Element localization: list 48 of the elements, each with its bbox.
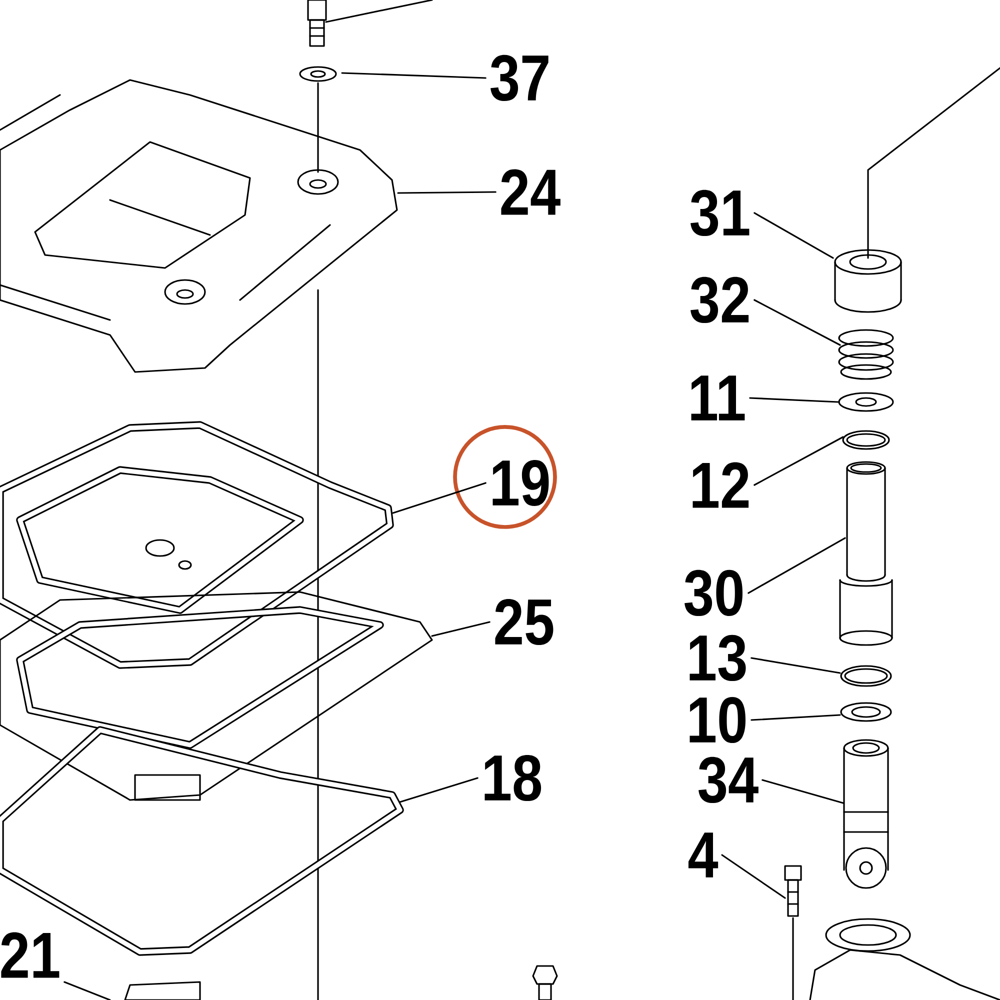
- washer-drawing: [838, 392, 894, 412]
- cover-drawing: [0, 79, 398, 373]
- leader-line: [754, 436, 844, 486]
- gasket-drawing: [0, 591, 433, 801]
- callout-number: 13: [690, 634, 746, 682]
- leader-line: [750, 714, 841, 721]
- leader-line: [64, 981, 111, 1000]
- tube-drawing: [839, 461, 893, 646]
- callout-number: 18: [484, 754, 542, 802]
- leader-line: [392, 482, 486, 514]
- bolt-drawing: [784, 865, 802, 917]
- leader-line: [431, 621, 490, 637]
- spring-drawing: [838, 329, 894, 380]
- bolt-drawing: [307, 0, 327, 47]
- callout-number: 24: [501, 169, 560, 215]
- leader-line: [399, 777, 478, 803]
- leader-line: [397, 191, 496, 194]
- leader-line: [748, 537, 846, 594]
- gasket-drawing: [0, 421, 394, 669]
- leader-line: [754, 299, 841, 346]
- o-ring-drawing: [840, 665, 892, 687]
- washer-drawing: [840, 702, 892, 722]
- leader-line: [341, 72, 486, 79]
- leader-line: [317, 82, 319, 173]
- leader-line: [867, 67, 1000, 259]
- cap-drawing: [834, 249, 902, 313]
- leader-line: [750, 657, 841, 674]
- callout-number: 32: [690, 276, 749, 324]
- callout-number: 37: [490, 54, 548, 102]
- leader-line: [325, 0, 433, 23]
- leader-line: [721, 854, 786, 899]
- leader-line: [754, 212, 834, 259]
- leader-line: [762, 779, 844, 804]
- part-drawing: [124, 981, 201, 1000]
- callout-number: 30: [684, 570, 742, 616]
- callout-number: 31: [690, 190, 750, 236]
- callout-number: 25: [495, 598, 554, 646]
- callout-number: 12: [692, 462, 749, 508]
- callout-number: 10: [690, 696, 746, 744]
- leader-line: [749, 397, 839, 403]
- washer-drawing: [299, 66, 337, 82]
- callout-number: 21: [1, 932, 60, 978]
- callout-number: 4: [688, 832, 718, 878]
- callout-number: 19: [492, 460, 549, 506]
- lifter-drawing: [843, 739, 889, 889]
- callout-number: 34: [698, 756, 758, 804]
- callout-number: 11: [691, 376, 745, 420]
- o-ring-drawing: [842, 430, 890, 450]
